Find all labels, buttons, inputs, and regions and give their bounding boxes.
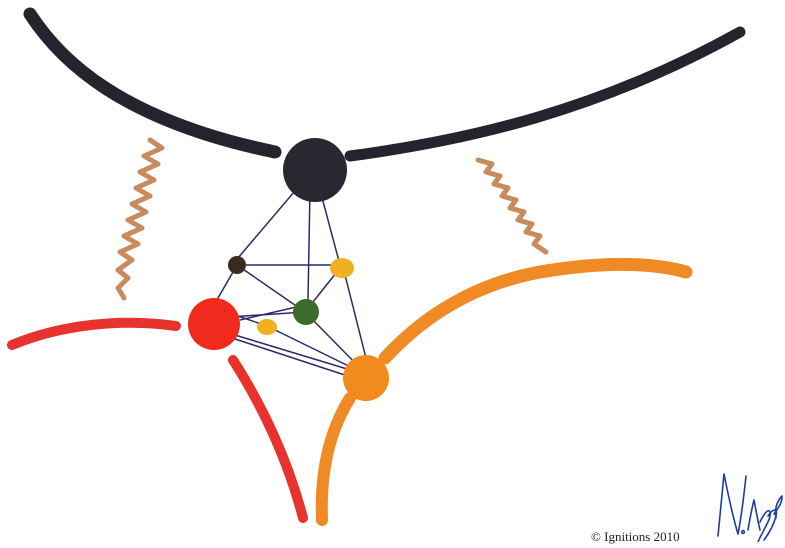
green-node: [293, 299, 319, 325]
black-arc-right: [350, 32, 740, 156]
orange-arc-top: [385, 265, 686, 359]
yellow-node-top: [330, 258, 354, 278]
orange-stroke-bottom: [322, 398, 350, 520]
black-arc-left: [30, 14, 275, 152]
red-node: [188, 298, 240, 350]
black-node: [283, 138, 347, 202]
red-stroke-left: [12, 323, 176, 345]
wavy-line-right: [478, 160, 546, 252]
network-lines: [214, 185, 367, 380]
wavy-line-left: [118, 140, 162, 298]
red-stroke-bottom: [233, 360, 303, 518]
yellow-node-left: [257, 319, 277, 335]
copyright-text: © Ignitions 2010: [591, 529, 680, 545]
orange-node: [343, 355, 389, 401]
brown-node: [228, 256, 246, 274]
signature-image: [712, 466, 784, 542]
